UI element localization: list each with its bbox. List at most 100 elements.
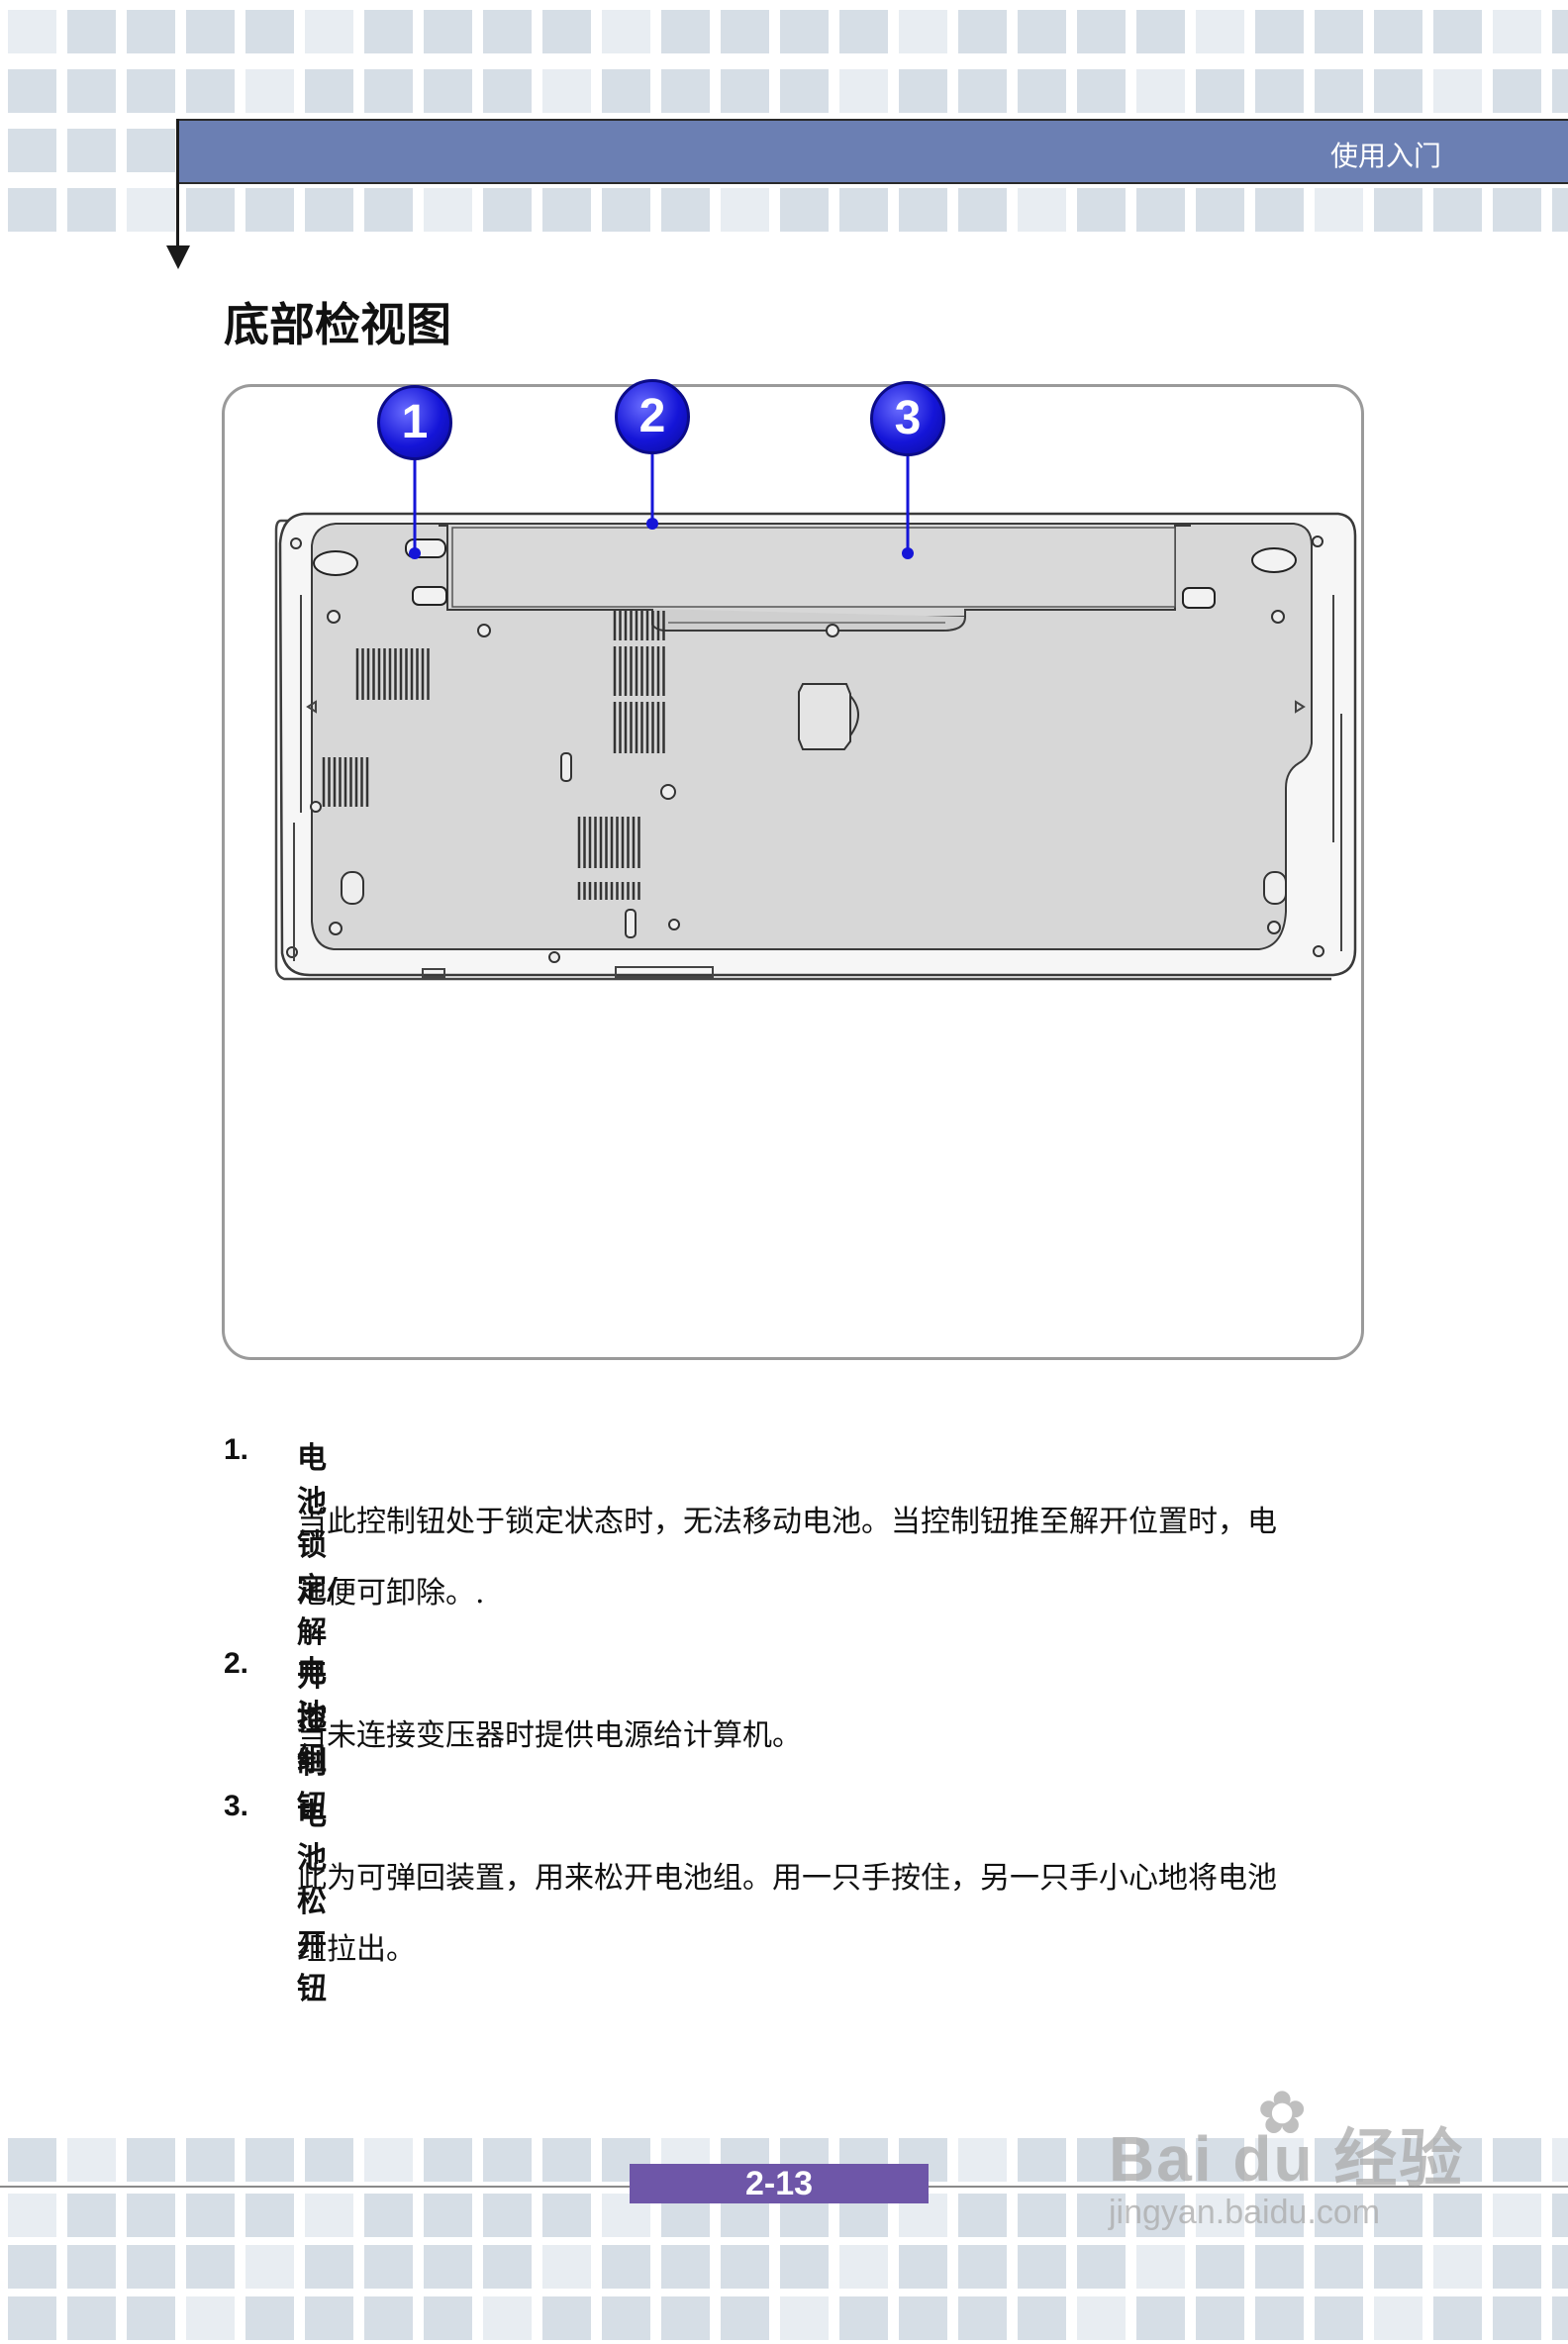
tile bbox=[542, 2194, 591, 2237]
tile bbox=[67, 2138, 116, 2182]
tile bbox=[127, 2194, 175, 2237]
tile bbox=[1018, 188, 1066, 232]
tile bbox=[721, 2245, 769, 2289]
tile bbox=[1196, 69, 1244, 113]
tile bbox=[542, 10, 591, 53]
tile bbox=[67, 2194, 116, 2237]
item-2-description: 当未连接变压器时提供电源给计算机。 bbox=[297, 1701, 1366, 1772]
page-title: 底部检视图 bbox=[224, 298, 451, 351]
tile bbox=[1255, 2138, 1304, 2182]
tile bbox=[542, 69, 591, 113]
tile bbox=[8, 2194, 56, 2237]
tile bbox=[1077, 69, 1126, 113]
tile bbox=[127, 69, 175, 113]
tile bbox=[1552, 2194, 1568, 2237]
tile bbox=[780, 10, 829, 53]
tile-row bbox=[0, 188, 1568, 232]
tile bbox=[1493, 188, 1541, 232]
tile bbox=[1077, 188, 1126, 232]
tile bbox=[721, 10, 769, 53]
tile bbox=[1315, 2245, 1363, 2289]
tile bbox=[1196, 2296, 1244, 2340]
tile bbox=[958, 2194, 1007, 2237]
tile bbox=[1552, 2296, 1568, 2340]
tile bbox=[542, 2296, 591, 2340]
tile bbox=[1374, 2194, 1422, 2237]
tile bbox=[483, 69, 532, 113]
tile bbox=[186, 188, 235, 232]
tile bbox=[1374, 2296, 1422, 2340]
tile bbox=[67, 10, 116, 53]
tile bbox=[958, 2296, 1007, 2340]
tile bbox=[1433, 69, 1482, 113]
tile bbox=[1493, 2296, 1541, 2340]
tile bbox=[364, 10, 413, 53]
tile bbox=[1433, 10, 1482, 53]
tile bbox=[127, 2245, 175, 2289]
tile bbox=[1255, 188, 1304, 232]
tile bbox=[1374, 10, 1422, 53]
item-title: 电池组 bbox=[297, 1655, 327, 1777]
tile bbox=[602, 188, 650, 232]
tile bbox=[1315, 10, 1363, 53]
tile bbox=[1136, 2194, 1185, 2237]
tile bbox=[483, 188, 532, 232]
tile bbox=[186, 10, 235, 53]
tile bbox=[1136, 2296, 1185, 2340]
tile bbox=[1433, 2194, 1482, 2237]
tile bbox=[899, 2296, 947, 2340]
tile bbox=[67, 129, 116, 172]
tile bbox=[245, 69, 294, 113]
tile bbox=[1433, 2245, 1482, 2289]
tile bbox=[1255, 10, 1304, 53]
tile bbox=[899, 10, 947, 53]
tile bbox=[186, 2194, 235, 2237]
tile bbox=[424, 2138, 472, 2182]
tile bbox=[780, 188, 829, 232]
tile bbox=[186, 2296, 235, 2340]
tile bbox=[67, 69, 116, 113]
tile bbox=[661, 10, 710, 53]
tile bbox=[780, 2296, 829, 2340]
watermark-url: jingyan.baidu.com bbox=[1109, 2194, 1381, 2231]
tile bbox=[305, 69, 353, 113]
tile bbox=[839, 69, 888, 113]
tile bbox=[1552, 2138, 1568, 2182]
tile bbox=[186, 2245, 235, 2289]
tile bbox=[661, 2296, 710, 2340]
item-number: 1. bbox=[224, 1433, 249, 1466]
tile bbox=[1315, 2194, 1363, 2237]
tile bbox=[1552, 188, 1568, 232]
tile bbox=[1196, 188, 1244, 232]
tile bbox=[1018, 2296, 1066, 2340]
tile bbox=[364, 69, 413, 113]
tile bbox=[1552, 10, 1568, 53]
item-number: 3. bbox=[224, 1790, 249, 1822]
tile bbox=[8, 129, 56, 172]
tile bbox=[1077, 2296, 1126, 2340]
tile bbox=[305, 2138, 353, 2182]
tile bbox=[305, 2194, 353, 2237]
tile bbox=[67, 188, 116, 232]
tile bbox=[245, 2138, 294, 2182]
tile bbox=[1018, 2138, 1066, 2182]
tile bbox=[958, 2245, 1007, 2289]
tile bbox=[8, 2296, 56, 2340]
tile bbox=[602, 10, 650, 53]
tile bbox=[1374, 2245, 1422, 2289]
tile bbox=[899, 188, 947, 232]
tile bbox=[1315, 2138, 1363, 2182]
tile bbox=[483, 2296, 532, 2340]
description-line: 池便可卸除。. bbox=[297, 1576, 485, 1611]
tile bbox=[424, 2194, 472, 2237]
tile bbox=[1433, 2296, 1482, 2340]
tile bbox=[1493, 69, 1541, 113]
tile bbox=[1433, 188, 1482, 232]
tile bbox=[1493, 2245, 1541, 2289]
header-title: 使用入门 bbox=[1329, 140, 1441, 172]
tile bbox=[483, 2245, 532, 2289]
tile bbox=[1196, 10, 1244, 53]
tile bbox=[661, 2245, 710, 2289]
tile bbox=[958, 69, 1007, 113]
callout-1: 1 bbox=[377, 385, 452, 460]
